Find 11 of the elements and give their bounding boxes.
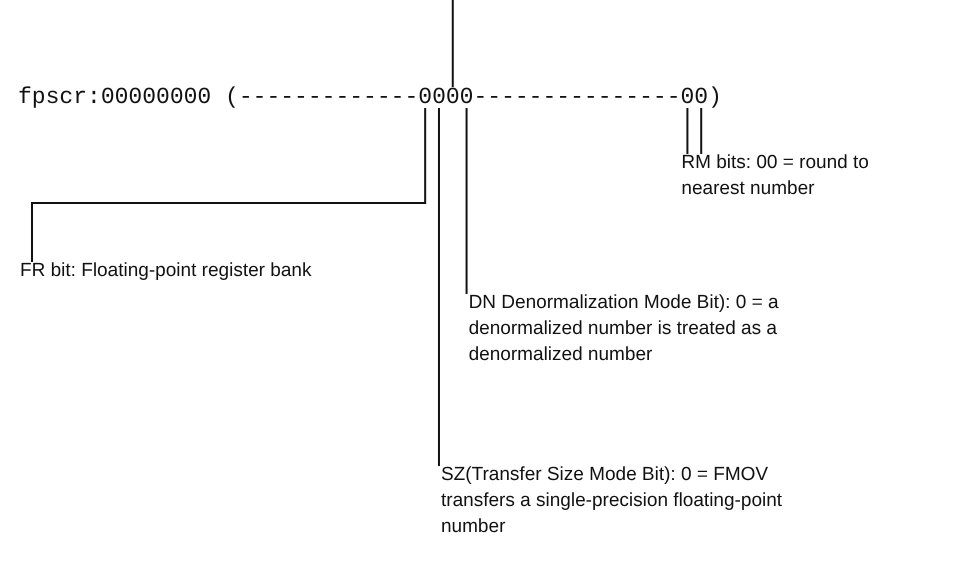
leader-line xyxy=(686,108,688,154)
leader-line xyxy=(700,108,702,154)
leader-line xyxy=(31,108,426,262)
leader-line xyxy=(466,108,468,294)
register-value: fpscr:00000000 (-------------0000---------------00) xyxy=(18,84,722,110)
leader-line xyxy=(438,108,440,466)
bit-description: RM bits: 00 = round to nearest number xyxy=(681,150,882,202)
bit-description: SZ(Transfer Size Mode Bit): 0 = FMOV transfers a single-precision floating-point number xyxy=(440,462,811,540)
bit-description: FR bit: Floating-point register bank xyxy=(20,258,400,284)
leader-line xyxy=(452,0,454,87)
bit-description: DN Denormalization Mode Bit): 0 = a denormalized number is treated as a denormalized number xyxy=(468,290,789,368)
